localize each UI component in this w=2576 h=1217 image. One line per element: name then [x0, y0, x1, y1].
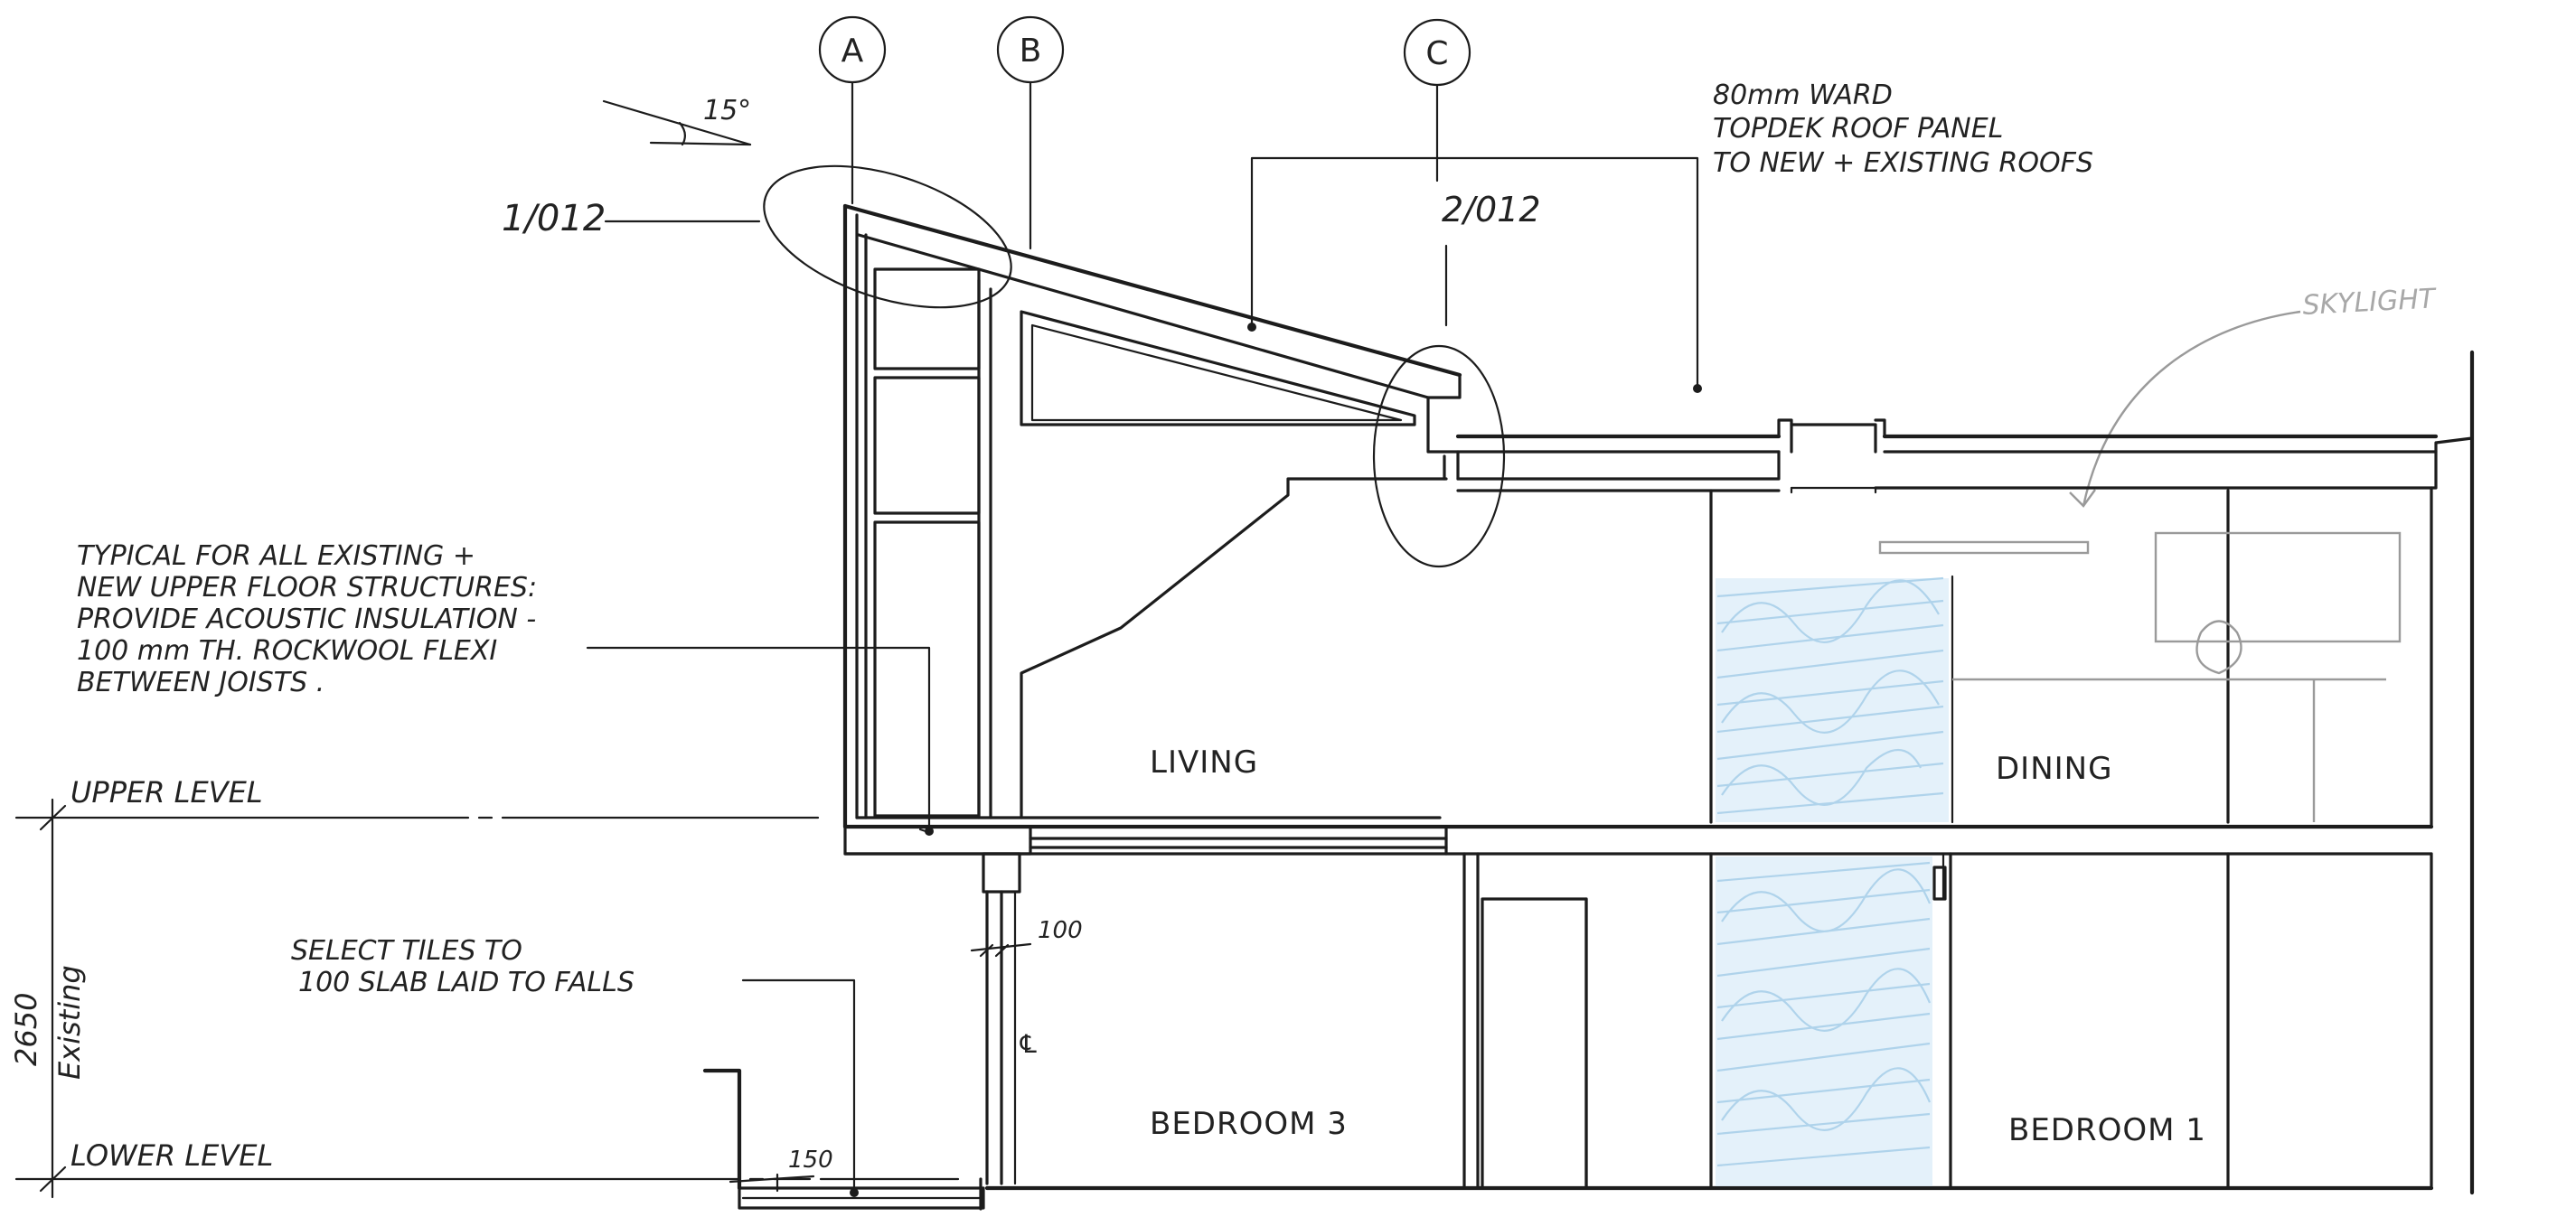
- dim-100-label: 100: [1038, 917, 1083, 944]
- skylight-note: SKYLIGHT: [2069, 283, 2439, 508]
- insulation-line-5: BETWEEN JOISTS .: [77, 667, 324, 698]
- room-bedroom-3: BEDROOM 3: [1150, 1106, 1348, 1142]
- slab-dimension-150: 150: [729, 1147, 833, 1193]
- grid-line-a: A: [818, 15, 887, 205]
- roof-panel-line-2: TOPDEK ROOF PANEL: [1713, 113, 2003, 145]
- insulation-line-3: PROVIDE ACOUSTIC INSULATION -: [77, 604, 536, 635]
- insulation-line-1: TYPICAL FOR ALL EXISTING +: [77, 540, 475, 572]
- detail-2-label: 2/012: [1442, 190, 1541, 229]
- room-living: LIVING: [1150, 744, 1258, 781]
- tiles-line-1: SELECT TILES TO: [291, 935, 522, 967]
- dim-150-label: 150: [788, 1147, 833, 1174]
- grid-label-a: A: [841, 33, 864, 70]
- building-section: [702, 203, 2475, 1211]
- room-labels: LIVING DINING BEDROOM 3 BEDROOM 1: [1150, 744, 2206, 1148]
- height-dimension: 2650: [9, 993, 43, 1066]
- centerline-symbol: ℄: [1017, 1029, 1039, 1059]
- tiles-line-2: 100 SLAB LAID TO FALLS: [298, 967, 635, 998]
- height-note: Existing: [52, 965, 87, 1080]
- detail-1-label: 1/012: [502, 198, 606, 239]
- room-dining: DINING: [1996, 751, 2112, 787]
- tiles-note: SELECT TILES TO 100 SLAB LAID TO FALLS: [291, 935, 859, 1197]
- roof-panel-line-3: TO NEW + EXISTING ROOFS: [1713, 147, 2093, 179]
- roof-panel-line-1: 80mm WARD: [1713, 80, 1893, 111]
- detail-callout-2: 2/012: [1372, 190, 1541, 568]
- wall-dimension-100: 100 ℄: [970, 917, 1083, 1059]
- skylight-label: SKYLIGHT: [2302, 283, 2439, 322]
- roof-angle-indicator: 15°: [602, 95, 751, 146]
- level-markers: UPPER LEVEL LOWER LEVEL 2650 Existing: [9, 775, 960, 1199]
- insulation-note: TYPICAL FOR ALL EXISTING + NEW UPPER FLO…: [77, 540, 934, 836]
- roof-angle-label: 15°: [703, 95, 751, 126]
- grid-label-c: C: [1425, 35, 1448, 72]
- insulation-line-4: 100 mm TH. ROCKWOOL FLEXI: [77, 635, 497, 667]
- grid-line-b: B: [996, 15, 1065, 250]
- roof-panel-note: 80mm WARD TOPDEK ROOF PANEL TO NEW + EXI…: [1247, 80, 2093, 393]
- detail-callout-1: 1/012: [502, 164, 1012, 309]
- insulation-line-2: NEW UPPER FLOOR STRUCTURES:: [77, 572, 537, 604]
- grid-line-c: C: [1403, 18, 1471, 327]
- room-bedroom-1: BEDROOM 1: [2008, 1112, 2206, 1148]
- grid-label-b: B: [1020, 33, 1042, 70]
- lower-level-label: LOWER LEVEL: [71, 1138, 273, 1173]
- stair-void-shading: [1716, 576, 1949, 1186]
- upper-level-label: UPPER LEVEL: [71, 775, 263, 810]
